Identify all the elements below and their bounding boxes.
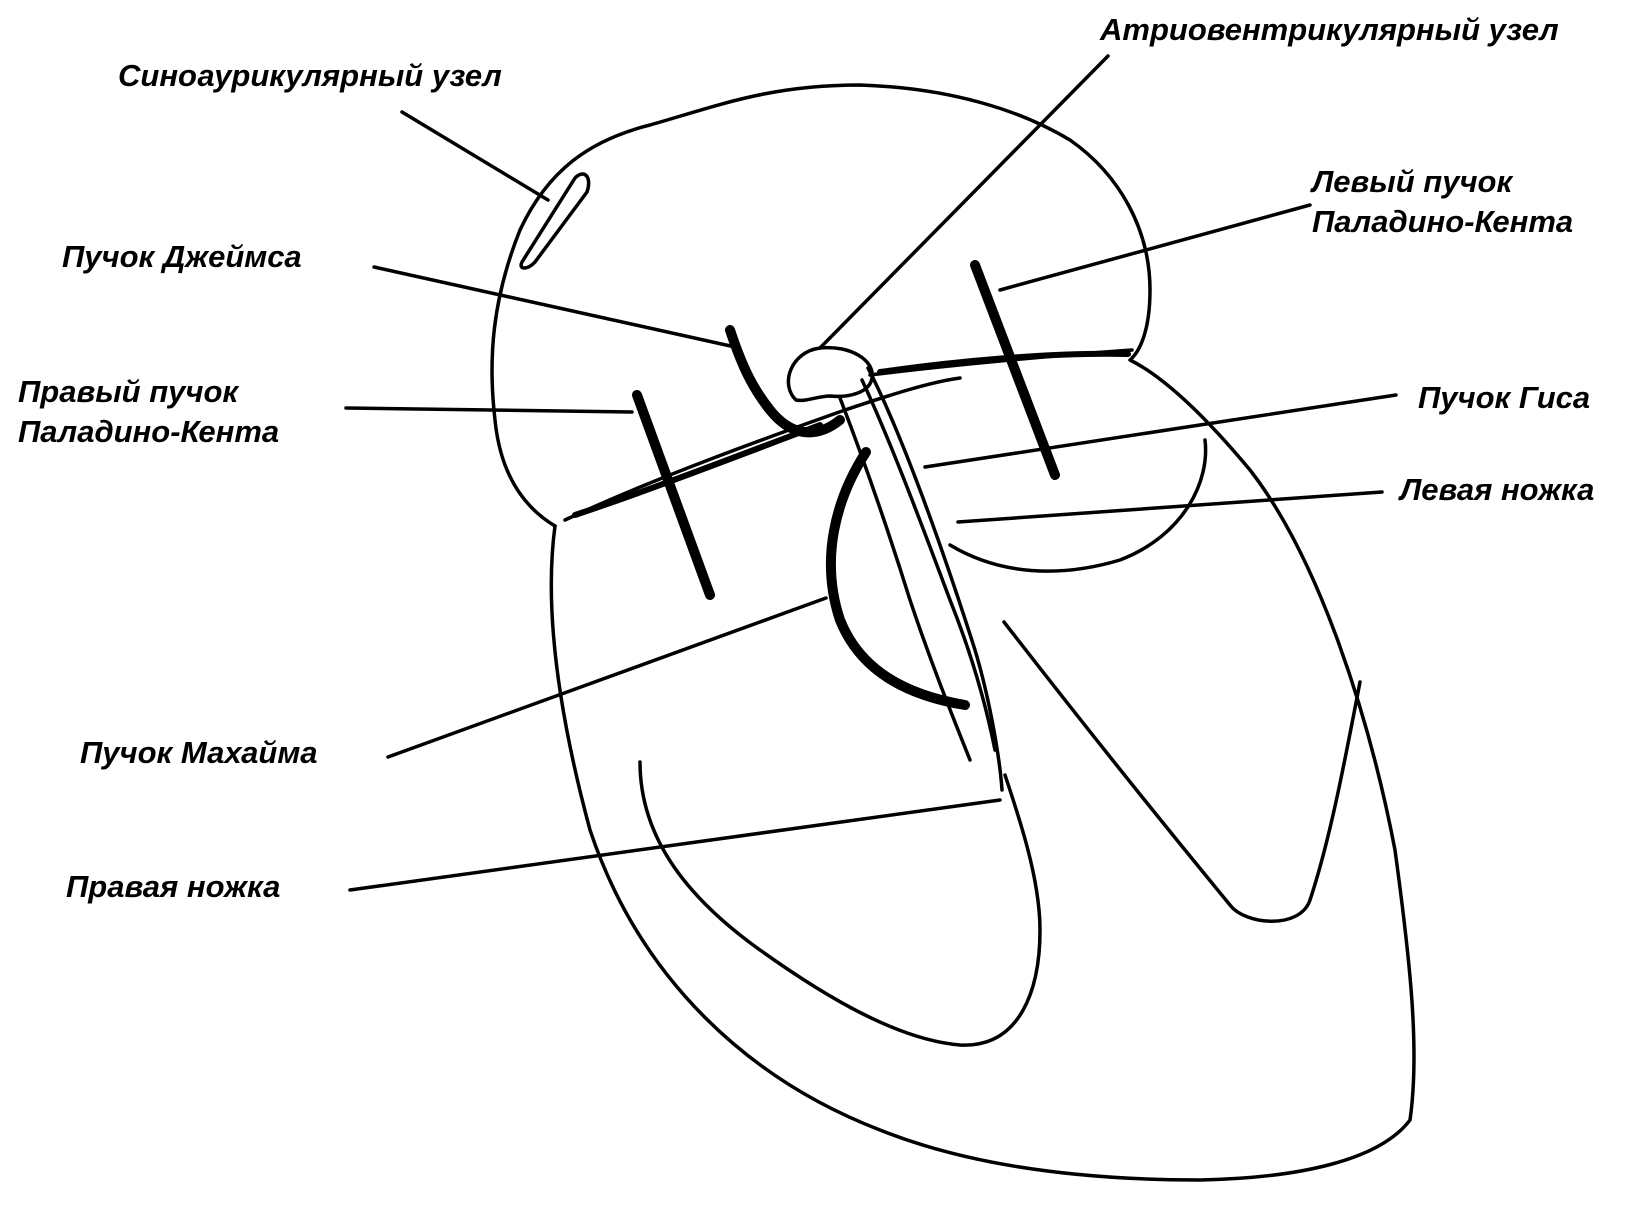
leader-his bbox=[925, 395, 1396, 467]
leader-left-kent bbox=[1000, 205, 1310, 290]
label-left-branch-text: Левая ножка bbox=[1400, 470, 1594, 510]
leader-james bbox=[374, 267, 735, 347]
label-his-bundle: Пучок Гиса bbox=[1418, 378, 1590, 418]
left-ventricle-inner bbox=[1004, 622, 1360, 921]
leader-right-branch bbox=[350, 800, 1000, 890]
left-kent-bundle-shape bbox=[975, 265, 1055, 475]
leader-mahaim bbox=[388, 598, 826, 757]
label-right-kent: Правый пучок Паладино-Кента bbox=[18, 372, 279, 452]
label-right-branch: Правая ножка bbox=[66, 867, 280, 907]
label-james-bundle: Пучок Джеймса bbox=[62, 237, 302, 277]
ventricles-outline bbox=[551, 360, 1414, 1180]
label-right-branch-text: Правая ножка bbox=[66, 867, 280, 907]
label-av-node-text: Атриовентрикулярный узел bbox=[1100, 10, 1559, 50]
left-bundle-pathway bbox=[880, 354, 1128, 372]
av-node-shape bbox=[788, 348, 872, 401]
label-left-kent: Левый пучок Паладино-Кента bbox=[1312, 162, 1573, 242]
label-right-kent-line2: Паладино-Кента bbox=[18, 412, 279, 452]
label-sa-node: Синоаурикулярный узел bbox=[118, 56, 502, 96]
mahaim-bundle-shape bbox=[831, 452, 965, 705]
label-av-node: Атриовентрикулярный узел bbox=[1100, 10, 1559, 50]
his-bundle-shape bbox=[840, 380, 995, 760]
leader-sa-node bbox=[402, 112, 548, 200]
leader-left-branch bbox=[958, 492, 1382, 522]
label-right-kent-line1: Правый пучок bbox=[18, 372, 279, 412]
label-sa-node-text: Синоаурикулярный узел bbox=[118, 56, 502, 96]
label-mahaim-bundle: Пучок Махайма bbox=[80, 733, 318, 773]
label-left-kent-line1: Левый пучок bbox=[1312, 162, 1573, 202]
leader-right-kent bbox=[346, 408, 632, 412]
label-left-kent-line2: Паладино-Кента bbox=[1312, 202, 1573, 242]
label-mahaim-bundle-text: Пучок Махайма bbox=[80, 733, 318, 773]
label-james-bundle-text: Пучок Джеймса bbox=[62, 237, 302, 277]
right-kent-bundle-shape bbox=[637, 395, 710, 595]
septum-outline bbox=[868, 368, 1002, 790]
right-kent-crossing bbox=[575, 425, 820, 515]
label-his-bundle-text: Пучок Гиса bbox=[1418, 378, 1590, 418]
label-left-branch: Левая ножка bbox=[1400, 470, 1594, 510]
